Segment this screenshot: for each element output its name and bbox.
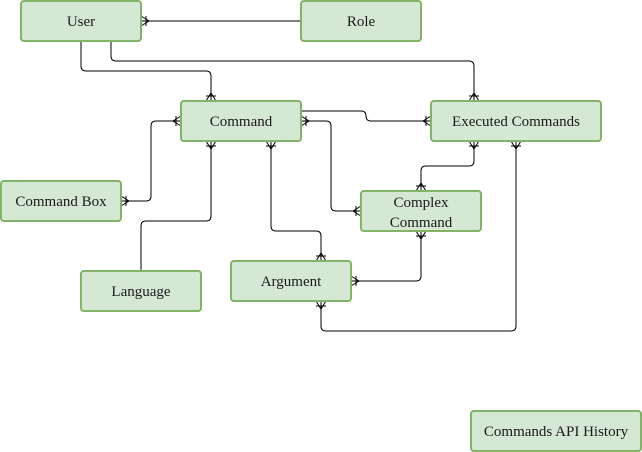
crow-foot-command-right: [300, 115, 310, 127]
edge-user-command: [80, 41, 212, 101]
edge-complex-command-argument: [351, 231, 422, 282]
crow-foot-complex-bottom: [415, 230, 427, 240]
edge-command-complex-command: [301, 120, 361, 212]
crow-foot-command-bottom-language: [205, 140, 217, 150]
crow-foot-executed-bottom-complex: [468, 140, 480, 150]
crow-foot-command-box-right: [120, 195, 130, 207]
crow-foot-executed-bottom-argument: [510, 140, 522, 150]
crow-foot-complex-left: [352, 205, 362, 217]
edge-command-command-box: [121, 120, 181, 202]
entity-complex-command[interactable]: Complex Command: [360, 190, 482, 232]
edge-command-argument: [270, 141, 322, 261]
entity-argument-label: Argument: [261, 274, 322, 290]
entity-user-label: User: [67, 14, 95, 30]
entity-command-label: Command: [210, 114, 273, 130]
entity-user[interactable]: User: [20, 0, 142, 42]
cardinality-markers: [120, 15, 522, 310]
crow-foot-role: [140, 15, 150, 27]
edge-language-command: [140, 141, 212, 271]
edge-argument-executed-commands: [320, 141, 517, 332]
edge-executed-commands-complex-command: [420, 141, 475, 191]
edge-user-executed-commands: [110, 41, 475, 101]
entity-language[interactable]: Language: [80, 270, 202, 312]
crow-foot-argument-right: [350, 275, 360, 287]
crow-foot-executed-top: [468, 92, 480, 102]
entity-complex-command-label-line1: Complex: [394, 195, 449, 211]
crow-foot-command-top: [205, 92, 217, 102]
entity-argument[interactable]: Argument: [230, 260, 352, 302]
crow-foot-argument-bottom: [315, 300, 327, 310]
entity-language-label: Language: [111, 284, 170, 300]
entity-commands-api-history[interactable]: Commands API History: [470, 410, 642, 452]
edges: [80, 20, 517, 332]
entity-executed-commands[interactable]: Executed Commands: [430, 100, 602, 142]
crow-foot-complex-top: [415, 182, 427, 192]
crow-foot-argument-top: [315, 252, 327, 262]
entity-complex-command-label-line2: Command: [390, 215, 453, 231]
entity-command-box-label: Command Box: [15, 194, 107, 210]
entity-command-box[interactable]: Command Box: [0, 180, 122, 222]
entity-role[interactable]: Role: [300, 0, 422, 42]
edge-command-executed-commands: [301, 110, 431, 122]
entity-commands-api-history-label: Commands API History: [484, 424, 629, 440]
entity-executed-commands-label: Executed Commands: [452, 114, 580, 130]
crow-foot-executed-left: [422, 115, 432, 127]
crow-foot-command-bottom-argument: [265, 140, 277, 150]
entity-role-label: Role: [347, 14, 376, 30]
entity-command[interactable]: Command: [180, 100, 302, 142]
crow-foot-command-left: [172, 115, 182, 127]
